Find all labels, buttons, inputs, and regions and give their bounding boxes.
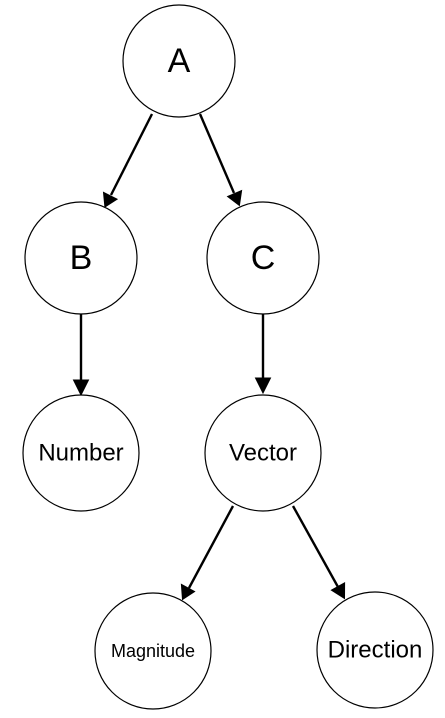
- node-magnitude-label: Magnitude: [111, 641, 195, 661]
- node-vector: Vector: [204, 394, 322, 512]
- node-number: Number: [22, 394, 140, 512]
- node-a: A: [122, 4, 236, 118]
- edge-vector-to-magnitude: [180, 505, 235, 601]
- edge-c-to-vector: [254, 314, 272, 395]
- node-number-label: Number: [38, 440, 123, 467]
- edge-a-to-c: [198, 113, 243, 207]
- edge-vector-to-direction: [291, 505, 346, 600]
- edges: [72, 113, 346, 601]
- node-b: B: [24, 201, 138, 315]
- edge-a-to-b: [102, 113, 154, 208]
- node-b-label: B: [70, 239, 93, 277]
- node-vector-label: Vector: [229, 440, 297, 467]
- node-c-label: C: [251, 239, 276, 277]
- edge-b-to-number: [72, 314, 90, 397]
- node-c: C: [206, 201, 320, 315]
- node-direction: Direction: [316, 591, 434, 709]
- node-direction-label: Direction: [328, 637, 423, 664]
- node-a-label: A: [168, 42, 191, 80]
- node-magnitude: Magnitude: [94, 592, 212, 710]
